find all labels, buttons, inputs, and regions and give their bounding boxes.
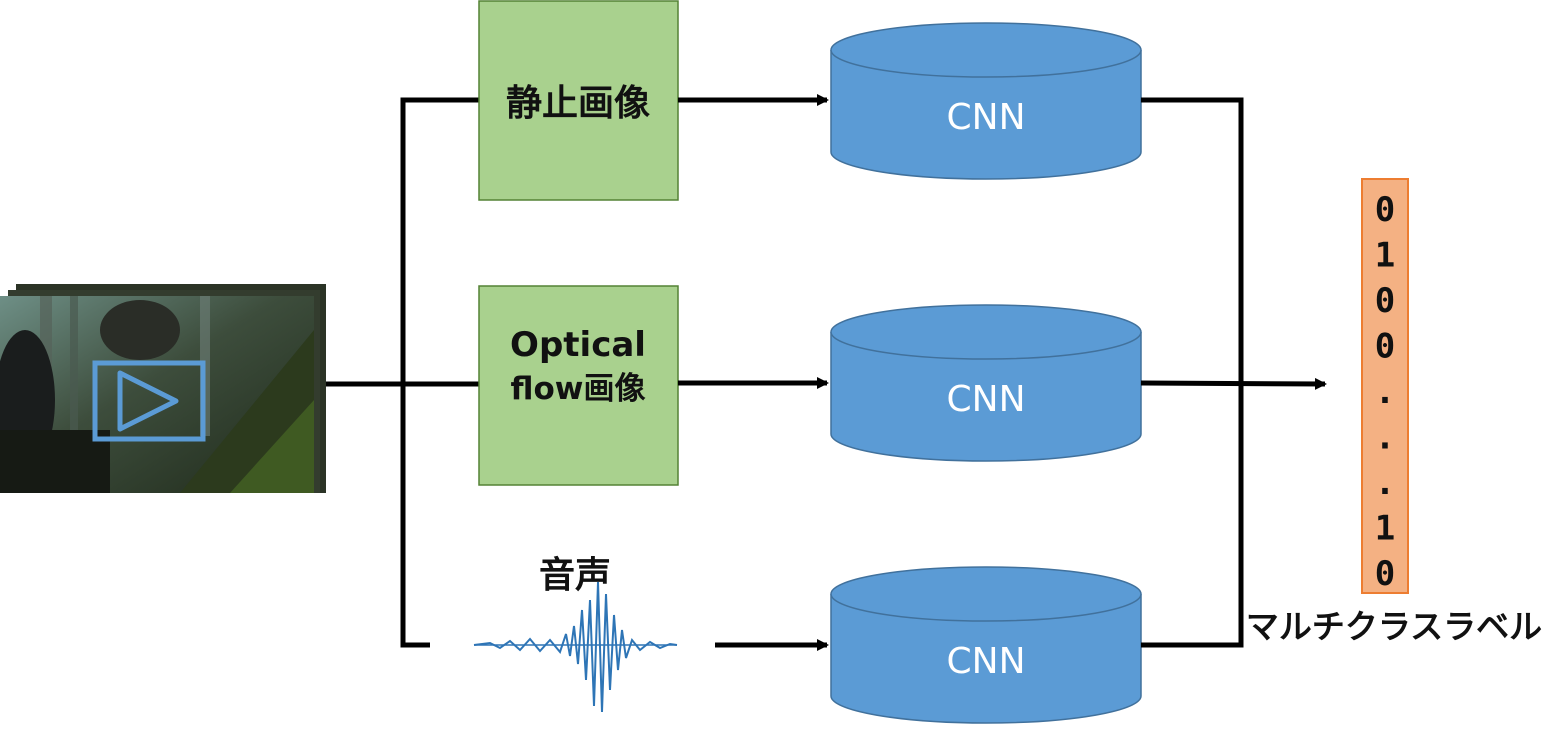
audio-waveform-icon <box>473 581 678 713</box>
output-digit: 0 <box>1375 327 1395 367</box>
cnn-cylinder-still: CNN <box>830 22 1142 180</box>
still-image-label: 静止画像 <box>506 83 650 124</box>
optical-flow-label-line2: flow画像 <box>511 371 646 407</box>
output-digit: . <box>1375 418 1395 458</box>
audio-label: 音声 <box>539 555 611 596</box>
output-digit: 0 <box>1375 281 1395 321</box>
input-box-optical-flow: Optical flow画像 <box>478 285 679 486</box>
output-digit: 1 <box>1375 509 1395 549</box>
cnn-label-flow: CNN <box>947 379 1026 420</box>
output-digit: . <box>1375 463 1395 503</box>
input-to-cnn-arrows <box>678 94 829 651</box>
optical-flow-label-line1: Optical <box>510 325 646 365</box>
output-digit: . <box>1375 372 1395 412</box>
cnn-label-still: CNN <box>947 97 1026 138</box>
output-digit: 0 <box>1375 554 1395 594</box>
fusion-trunk <box>1141 97 1244 648</box>
video-frame-front <box>0 296 314 493</box>
play-icon <box>117 370 179 432</box>
video-thumbnail <box>0 284 326 493</box>
output-digits: 0 1 0 0... 1 0 <box>1375 190 1395 594</box>
cnn-cylinder-flow: CNN <box>830 304 1142 462</box>
output-label: マルチクラスラベル <box>1246 607 1542 646</box>
output-digit: 0 <box>1375 190 1395 230</box>
output-vector: 0 1 0 0... 1 0 <box>1361 178 1409 594</box>
connector-branch-trunk <box>400 97 480 648</box>
output-digit: 1 <box>1375 236 1395 276</box>
play-icon-frame <box>92 360 206 442</box>
cnn-label-audio: CNN <box>947 641 1026 682</box>
input-box-still-image: 静止画像 <box>478 0 679 201</box>
input-connectors <box>326 97 480 648</box>
cnn-cylinder-audio: CNN <box>830 566 1142 724</box>
fusion-connectors <box>1140 97 1327 648</box>
arrow-to-output <box>1140 377 1327 390</box>
